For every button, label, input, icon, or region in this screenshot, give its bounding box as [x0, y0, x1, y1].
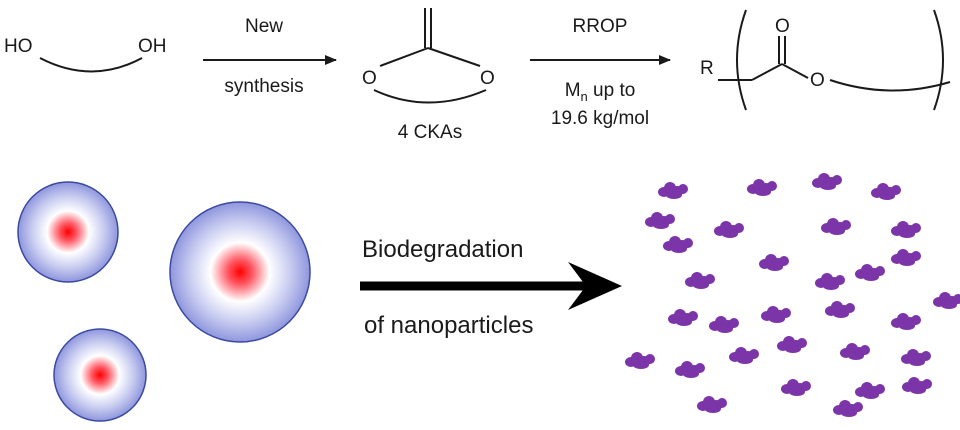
step1-arrow-group: New synthesis [203, 16, 337, 97]
polymer-fragment [625, 352, 655, 369]
hydroxyl-left-label: HO [4, 36, 33, 57]
step1-label-bottom: synthesis [224, 76, 303, 97]
polymer-fragment [777, 336, 807, 353]
polymer-fragment [709, 316, 739, 333]
hydroxyl-right-label: OH [138, 36, 167, 57]
polymer-fragment [825, 301, 855, 318]
polymer-fragment [714, 221, 744, 238]
nanoparticle [17, 181, 119, 283]
polymer-fragment [685, 272, 715, 289]
biodegradation-label-top: Biodegradation [362, 236, 523, 263]
nanoparticle [169, 201, 311, 343]
molar-mass-value: 19.6 kg/mol [551, 108, 649, 129]
step1-label-top: New [245, 16, 283, 37]
polymer-fragment [747, 179, 777, 196]
polymer-fragment [871, 183, 901, 200]
nanoparticles [17, 181, 311, 422]
polymer-fragment [815, 273, 845, 290]
polymer-fragment [891, 249, 921, 266]
polymer-fragment [781, 379, 811, 396]
r-group-label: R [700, 58, 714, 79]
polymer-fragment [855, 264, 885, 281]
polymer-fragment [663, 236, 693, 253]
polymer-fragment [697, 396, 727, 413]
ester-oxygen-label: O [810, 70, 825, 91]
polymer-fragment [833, 400, 863, 417]
polymer-fragment [668, 309, 698, 326]
step2-label-top: RROP [573, 16, 628, 37]
polymer-fragment [840, 343, 870, 360]
monomer-caption: 4 CKAs [398, 122, 462, 143]
molar-mass-label: Mn up to [565, 80, 636, 104]
polymer-fragment [761, 306, 791, 323]
nanoparticle [53, 328, 147, 422]
biodegradation-label-bottom: of nanoparticles [364, 312, 533, 339]
polymer-fragment [855, 382, 885, 399]
polymer-fragment [658, 182, 688, 199]
carbonyl-oxygen-label: O [775, 16, 790, 37]
polymer-fragment [902, 377, 932, 394]
polymer-fragment [812, 173, 842, 190]
polymer-fragment [759, 254, 789, 271]
polymer-fragment [901, 349, 931, 366]
polymer-fragment [821, 218, 851, 235]
diol-backbone [39, 57, 143, 73]
cka-monomer: O O 4 CKAs [362, 8, 495, 143]
polymer-fragment [891, 313, 921, 330]
polymer-fragment [891, 221, 921, 238]
diol-reactant: HO OH [4, 36, 167, 73]
polymer-fragment [933, 292, 960, 309]
polymer-fragment [645, 212, 675, 229]
monomer-oxygen-right: O [480, 68, 495, 89]
polymer-fragment [675, 361, 705, 378]
biodegradation-arrow-group: Biodegradation of nanoparticles [360, 236, 622, 339]
step2-arrow-group: RROP Mn up to 19.6 kg/mol [530, 16, 671, 129]
polyester-product: R O O [700, 9, 951, 111]
biodegradation-arrowhead [568, 262, 622, 310]
polymer-fragment [729, 347, 759, 364]
degradation-fragments [625, 173, 960, 417]
monomer-oxygen-left: O [362, 68, 377, 89]
